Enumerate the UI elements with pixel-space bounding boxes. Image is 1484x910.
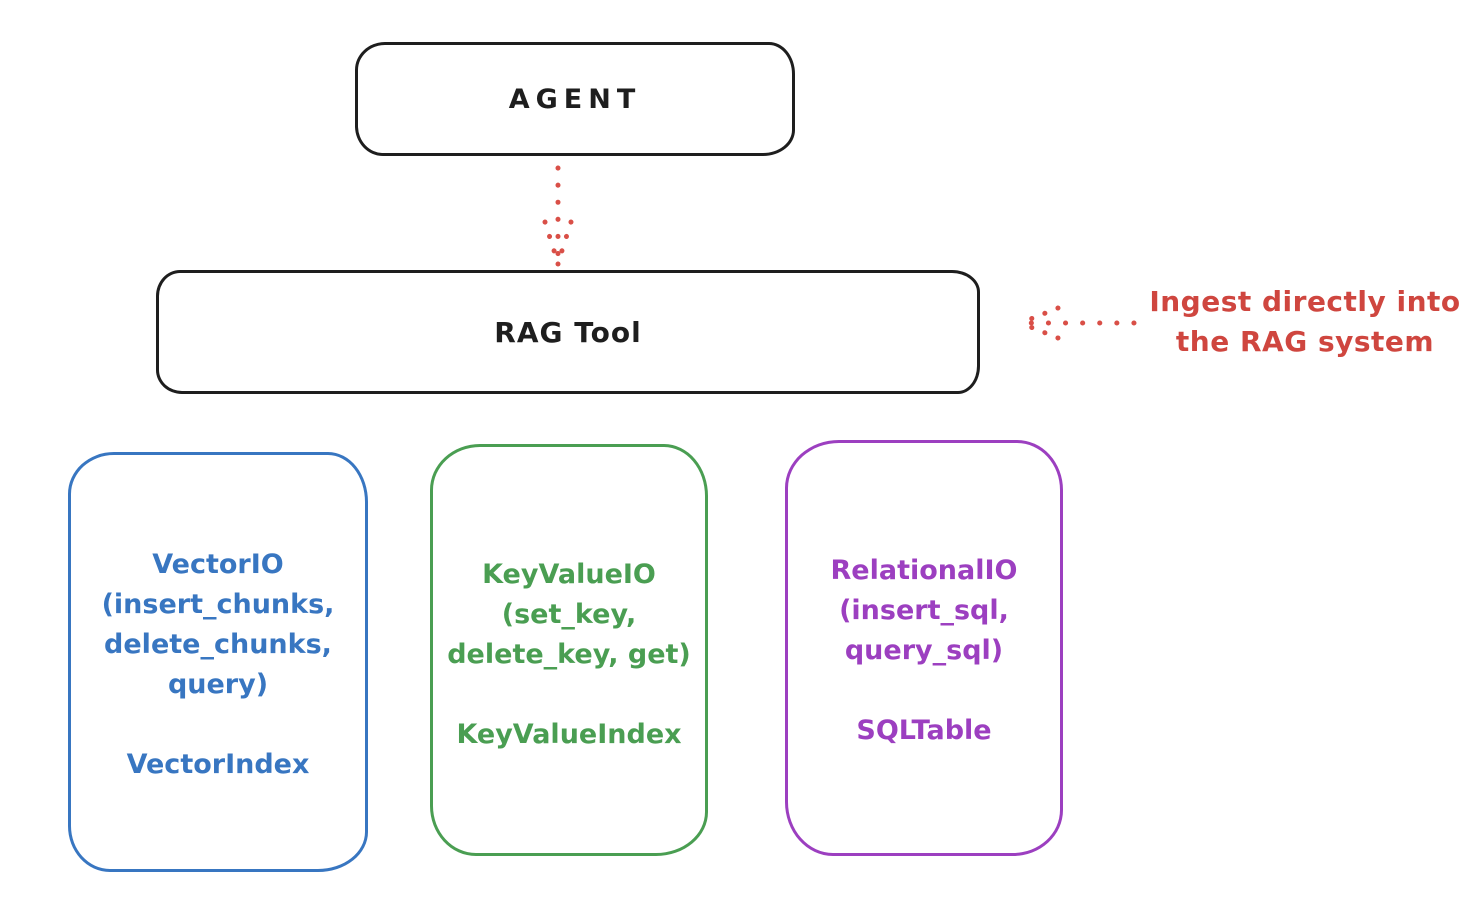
keyvalue-io-title: KeyValueIO (set_key, delete_key, get): [447, 559, 691, 670]
agent-node: AGENT: [355, 42, 795, 156]
vector-io-node: VectorIO (insert_chunks, delete_chunks, …: [68, 452, 368, 872]
relational-io-title: RelationalIO (insert_sql, query_sql): [830, 555, 1018, 666]
ingest-annotation-line2: the RAG system: [1175, 325, 1435, 358]
rag-tool-label: RAG Tool: [494, 315, 642, 349]
keyvalue-io-node: KeyValueIO (set_key, delete_key, get) Ke…: [430, 444, 708, 856]
vector-index-label: VectorIndex: [126, 749, 310, 780]
agent-to-rag-arrow-icon: [542, 165, 574, 267]
keyvalue-index-label: KeyValueIndex: [456, 719, 682, 750]
vector-io-title: VectorIO (insert_chunks, delete_chunks, …: [101, 549, 335, 700]
ingest-arrow-icon: [1020, 305, 1137, 341]
ingest-annotation-line1: Ingest directly into: [1149, 285, 1461, 318]
rag-tool-node: RAG Tool: [156, 270, 980, 394]
ingest-annotation: Ingest directly into the RAG system: [1140, 282, 1470, 362]
sql-table-label: SQLTable: [856, 715, 992, 746]
agent-label: AGENT: [508, 83, 642, 115]
relational-io-node: RelationalIO (insert_sql, query_sql) SQL…: [785, 440, 1063, 856]
